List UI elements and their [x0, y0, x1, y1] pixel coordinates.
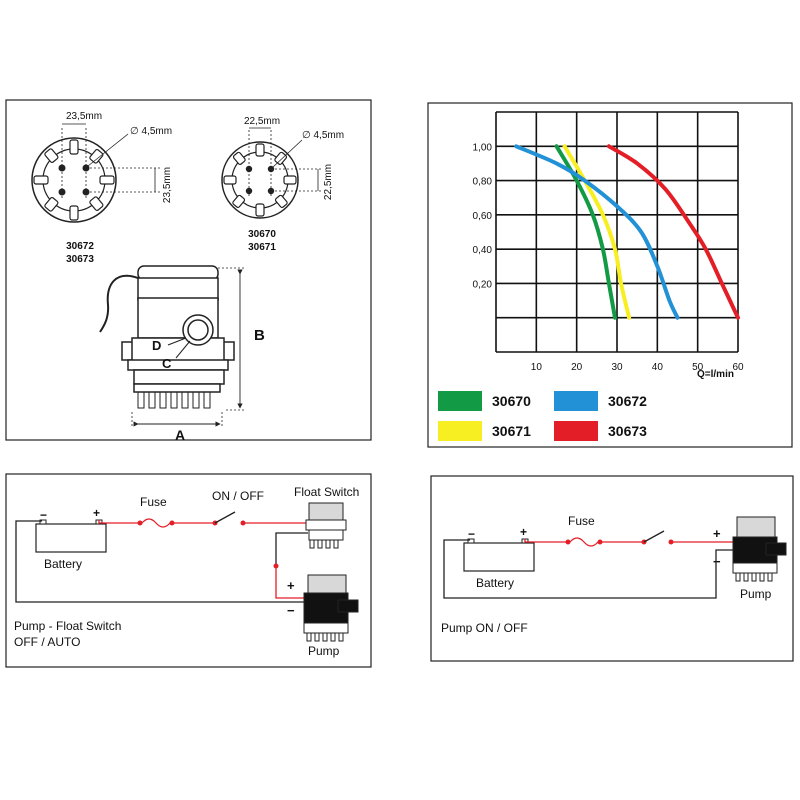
legend-label-30671: 30671 [492, 423, 531, 439]
fuse-label: Fuse [140, 495, 167, 509]
pump-label-right: Pump [740, 587, 772, 601]
float-switch-label: Float Switch [294, 485, 359, 499]
switch-label: ON / OFF [212, 489, 264, 503]
chart-plot-area: 10 20 30 40 50 60 1,00 0,80 0,60 0,40 0,20 [473, 111, 744, 373]
x-tick-label: 50 [692, 362, 704, 373]
x-tick-label: 60 [732, 362, 744, 373]
pump-base-footprint-large [31, 123, 160, 223]
caption-line-1: Pump - Float Switch [14, 619, 121, 633]
battery-label-right: Battery [476, 576, 514, 590]
large-model-1: 30672 [66, 241, 94, 252]
small-model-2: 30671 [248, 242, 276, 253]
legend-swatch-30671 [438, 421, 482, 441]
x-tick-label: 10 [531, 362, 543, 373]
caption-right: Pump ON / OFF [441, 621, 528, 635]
small-vspacing-label: 22,5mm [323, 164, 334, 200]
outlet-c-label: C [162, 356, 172, 371]
x-tick-label: 40 [652, 362, 664, 373]
caption-line-2: OFF / AUTO [14, 635, 80, 649]
dimension-a-label: A [175, 427, 185, 443]
battery-plus: + [93, 506, 100, 520]
pump-base-footprint-small [221, 127, 322, 219]
y-tick-label: 1,00 [473, 142, 493, 153]
y-tick-label: 0,40 [473, 245, 493, 256]
legend-swatch-30673 [554, 421, 598, 441]
battery-minus: − [40, 508, 47, 522]
y-tick-label: 0,60 [473, 211, 493, 222]
x-tick-label: 20 [571, 362, 583, 373]
chart-legend: 30670 30672 30671 30673 [438, 391, 647, 441]
manual-wiring-panel: − + Battery Fuse + − Pump Pump ON / OFF [430, 475, 794, 662]
large-vspacing-label: 23,5mm [162, 167, 173, 203]
fuse-symbol-right [569, 537, 599, 547]
pump-minus-left: − [287, 603, 295, 618]
pump-plus-right: + [713, 526, 721, 541]
y-tick-label: 0,20 [473, 279, 493, 290]
battery-box-right [463, 542, 535, 572]
series-line-30670 [554, 144, 617, 320]
pump-minus-right: − [713, 554, 721, 569]
pump-icon-left [303, 574, 359, 642]
series-line-30673 [606, 144, 740, 320]
pump-label-left: Pump [308, 644, 340, 658]
float-switch-icon [305, 502, 347, 549]
dimension-b-label: B [254, 327, 265, 344]
y-tick-label: 0,80 [473, 177, 493, 188]
legend-swatch-30672 [554, 391, 598, 411]
switch-lever [214, 511, 236, 524]
float-switch-wiring-panel: − + Battery Fuse ON / OFF Float Switch +… [5, 473, 372, 668]
pump-plus-left: + [287, 578, 295, 593]
battery-plus-right: + [520, 525, 527, 539]
small-model-1: 30670 [248, 229, 276, 240]
small-hole-label: ∅ 4,5mm [302, 130, 344, 141]
legend-label-30670: 30670 [492, 393, 531, 409]
series-line-30672 [514, 144, 680, 320]
x-tick-label: 30 [611, 362, 623, 373]
legend-swatch-30670 [438, 391, 482, 411]
fuse-label-right: Fuse [568, 514, 595, 528]
dimensions-panel: 23,5mm ∅ 4,5mm 23,5mm 30672 30673 [5, 99, 372, 443]
small-spacing-label: 22,5mm [244, 116, 280, 127]
battery-box [35, 523, 107, 553]
legend-label-30673: 30673 [608, 423, 647, 439]
large-spacing-label: 23,5mm [66, 111, 102, 122]
pump-side-view [99, 265, 235, 409]
legend-label-30672: 30672 [608, 393, 647, 409]
x-axis-label: Q=l/min [697, 369, 734, 380]
large-hole-label: ∅ 4,5mm [130, 126, 172, 137]
fuse-symbol [141, 518, 171, 528]
large-model-2: 30673 [66, 254, 94, 265]
battery-minus-right: − [468, 527, 475, 541]
battery-label: Battery [44, 557, 82, 571]
switch-lever-right [643, 530, 665, 543]
pump-icon-right [732, 516, 787, 582]
outlet-d-label: D [152, 338, 161, 353]
